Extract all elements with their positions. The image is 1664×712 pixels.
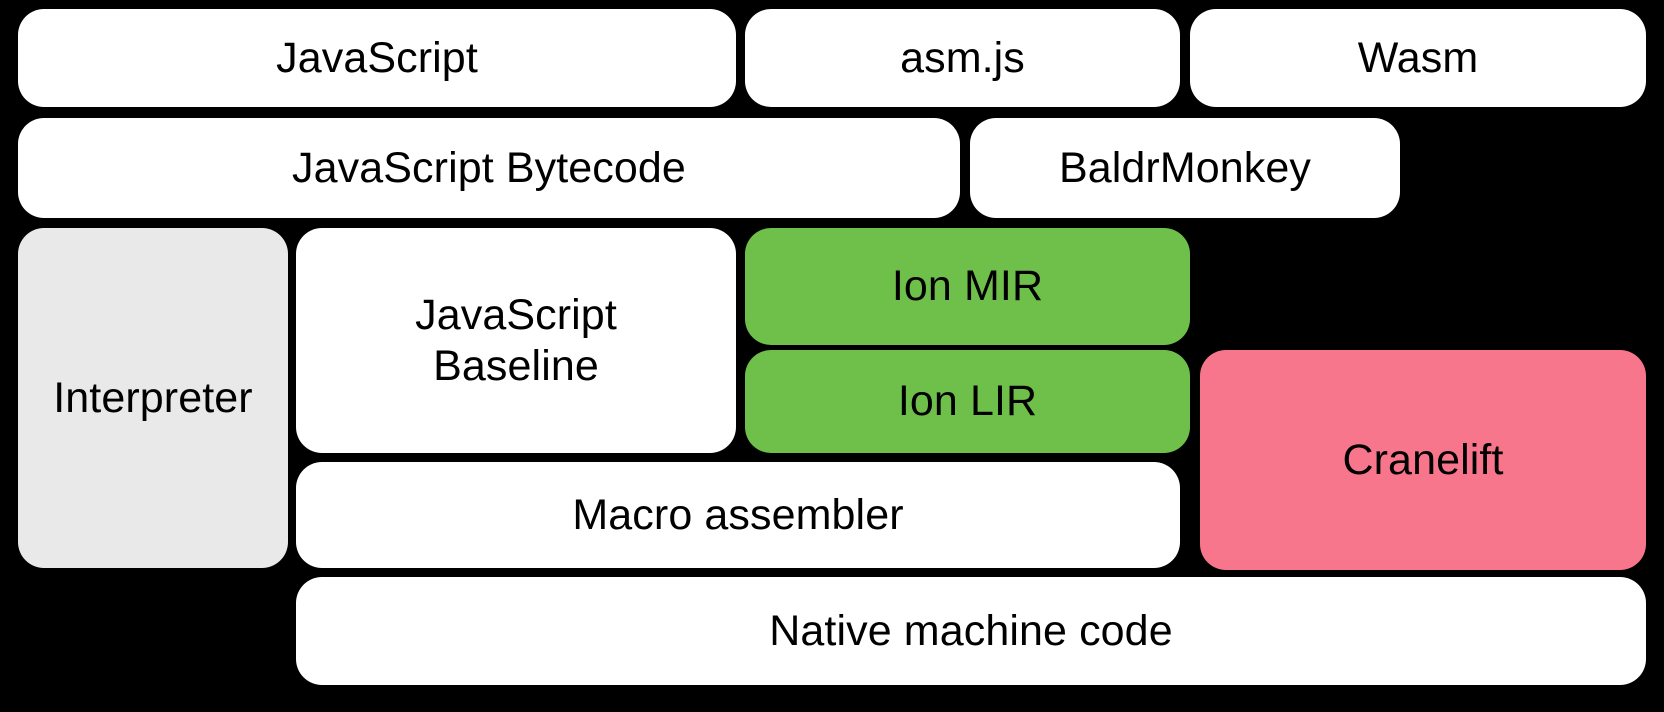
node-label: Cranelift bbox=[1342, 435, 1504, 484]
node-label: Interpreter bbox=[53, 373, 253, 422]
node-interpreter: Interpreter bbox=[18, 228, 288, 568]
node-wasm: Wasm bbox=[1190, 9, 1646, 107]
node-label: Ion LIR bbox=[897, 377, 1038, 426]
node-label: Native machine code bbox=[769, 606, 1173, 655]
node-macro-assembler: Macro assembler bbox=[296, 462, 1180, 568]
node-javascript: JavaScript bbox=[18, 9, 736, 107]
node-baldrmonkey: BaldrMonkey bbox=[970, 118, 1400, 218]
node-javascript-baseline: JavaScript Baseline bbox=[296, 228, 736, 453]
node-label: Ion MIR bbox=[891, 262, 1044, 311]
node-asmjs: asm.js bbox=[745, 9, 1180, 107]
node-label: JavaScript Baseline bbox=[415, 290, 617, 390]
node-label: JavaScript bbox=[276, 33, 478, 82]
node-label: asm.js bbox=[900, 33, 1025, 82]
node-native-machine-code: Native machine code bbox=[296, 577, 1646, 685]
node-javascript-bytecode: JavaScript Bytecode bbox=[18, 118, 960, 218]
node-label: Macro assembler bbox=[572, 490, 904, 539]
node-ion-mir: Ion MIR bbox=[745, 228, 1190, 345]
node-label: Wasm bbox=[1357, 33, 1479, 82]
node-ion-lir: Ion LIR bbox=[745, 350, 1190, 453]
node-cranelift: Cranelift bbox=[1200, 350, 1646, 570]
node-label: JavaScript Bytecode bbox=[292, 143, 686, 192]
node-label: BaldrMonkey bbox=[1058, 143, 1312, 192]
